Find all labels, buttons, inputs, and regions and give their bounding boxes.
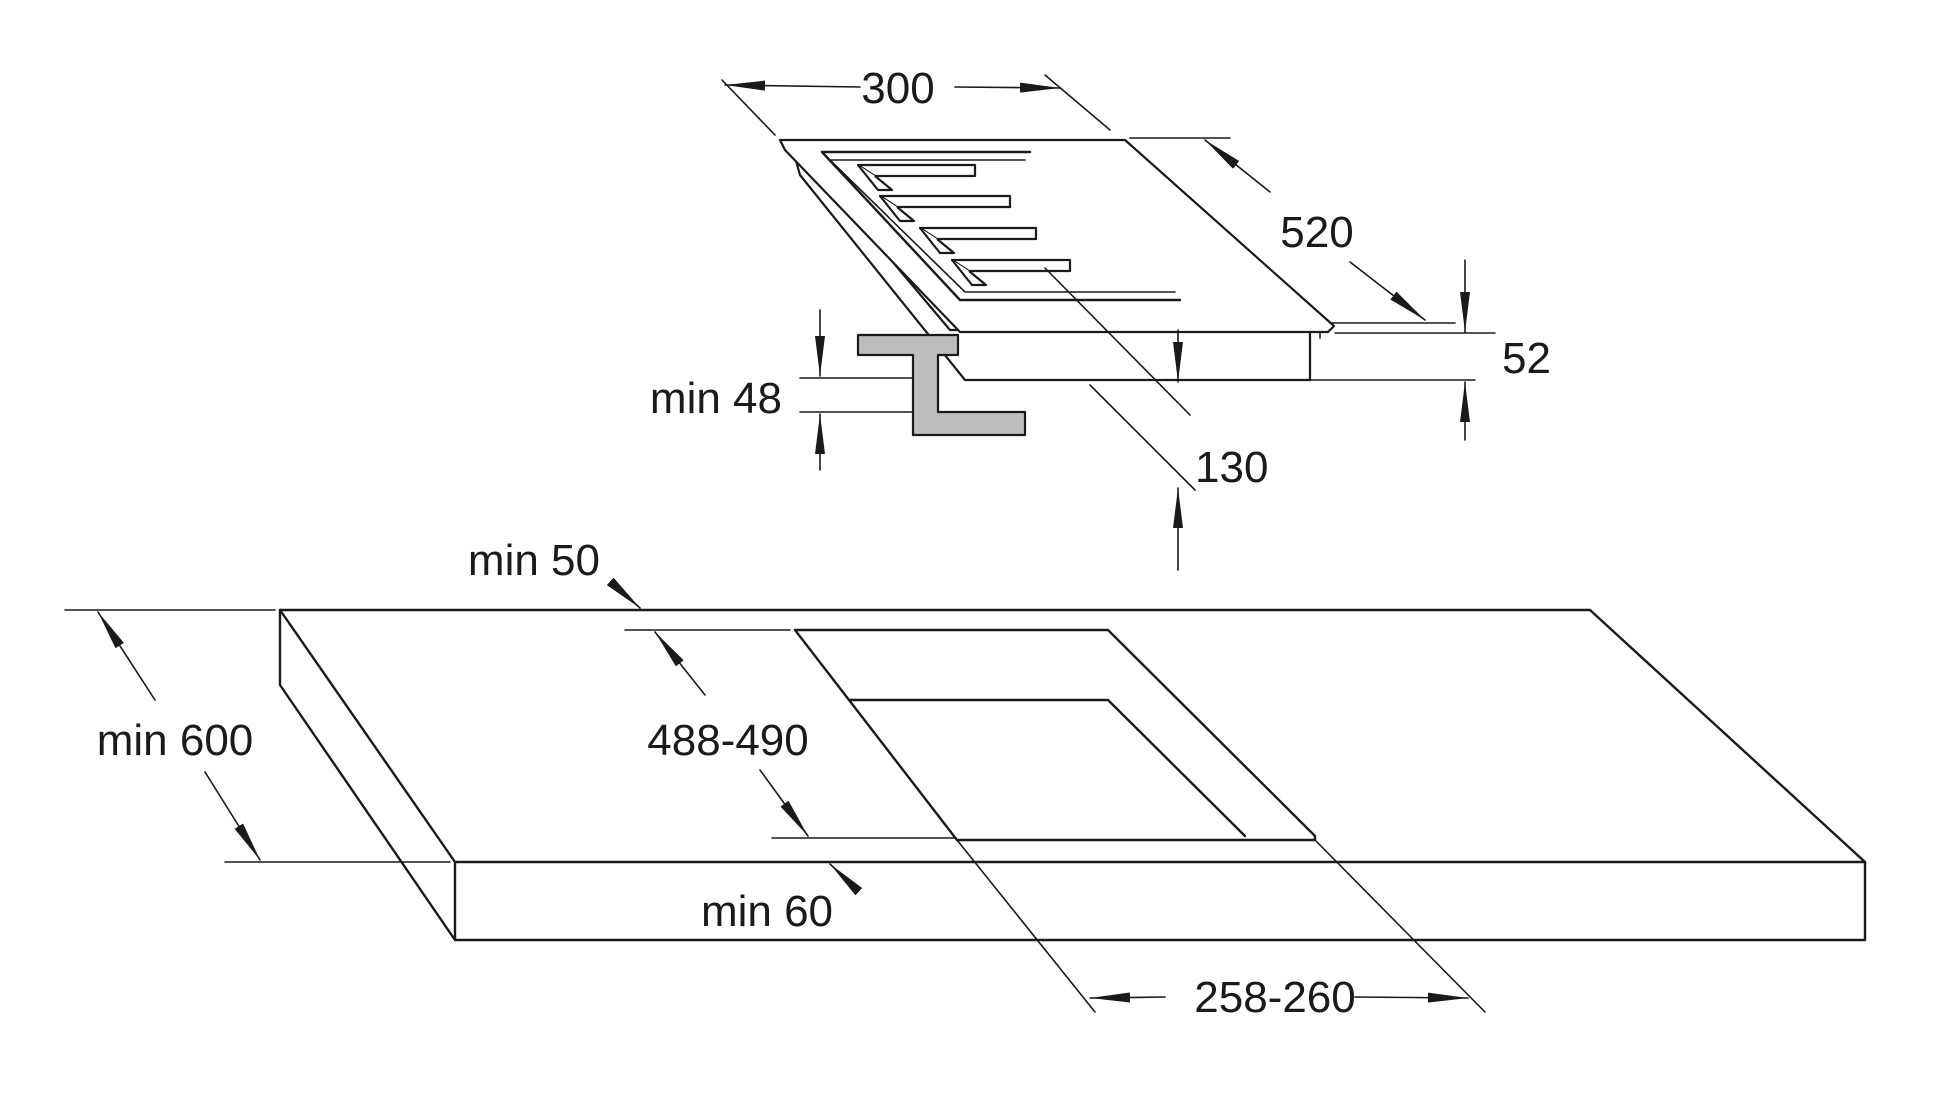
dimension-cutout-width: 258-260 [956, 839, 1486, 1022]
worktop-cutout [793, 628, 1317, 842]
hob-control-panel [820, 150, 1182, 302]
dimension-hob-width: 300 [721, 64, 1111, 136]
worktop [278, 608, 1867, 942]
hob [778, 138, 1336, 382]
control-knob [856, 163, 977, 192]
hob-top-plate [778, 138, 1336, 334]
worktop-cutout-inner-wall [848, 698, 1247, 838]
dimension-hob-depth: 520 [1129, 137, 1456, 324]
control-knob [918, 226, 1038, 255]
worktop-top-surface [278, 608, 1867, 864]
dimension-clearance-below: 130 [1044, 267, 1268, 571]
label-min-50: min 50 [468, 536, 600, 585]
dimension-cutout-depth: 488-490 [624, 629, 956, 839]
label-min-48: min 48 [650, 374, 782, 423]
label-min-60: min 60 [701, 887, 833, 936]
label-52: 52 [1502, 334, 1551, 383]
label-258-260: 258-260 [1194, 973, 1355, 1022]
control-knob [878, 194, 1012, 223]
worktop-left-face [278, 608, 457, 942]
hob-control-panel-inner [829, 159, 1176, 293]
control-knob [950, 258, 1072, 287]
label-520: 520 [1280, 208, 1353, 257]
label-300: 300 [861, 64, 934, 113]
dimension-front-clearance: min 60 [701, 863, 863, 936]
dimension-hob-height: 52 [1289, 259, 1551, 441]
label-130: 130 [1195, 443, 1268, 492]
label-488-490: 488-490 [647, 716, 808, 765]
label-min-600: min 600 [97, 716, 254, 765]
dimension-worktop-thickness: min 48 [650, 309, 913, 471]
worktop-front-face [453, 860, 1867, 942]
dimension-rear-clearance: min 50 [468, 536, 641, 609]
mounting-bracket [856, 333, 1027, 437]
dimension-worktop-depth: min 600 [64, 609, 451, 863]
